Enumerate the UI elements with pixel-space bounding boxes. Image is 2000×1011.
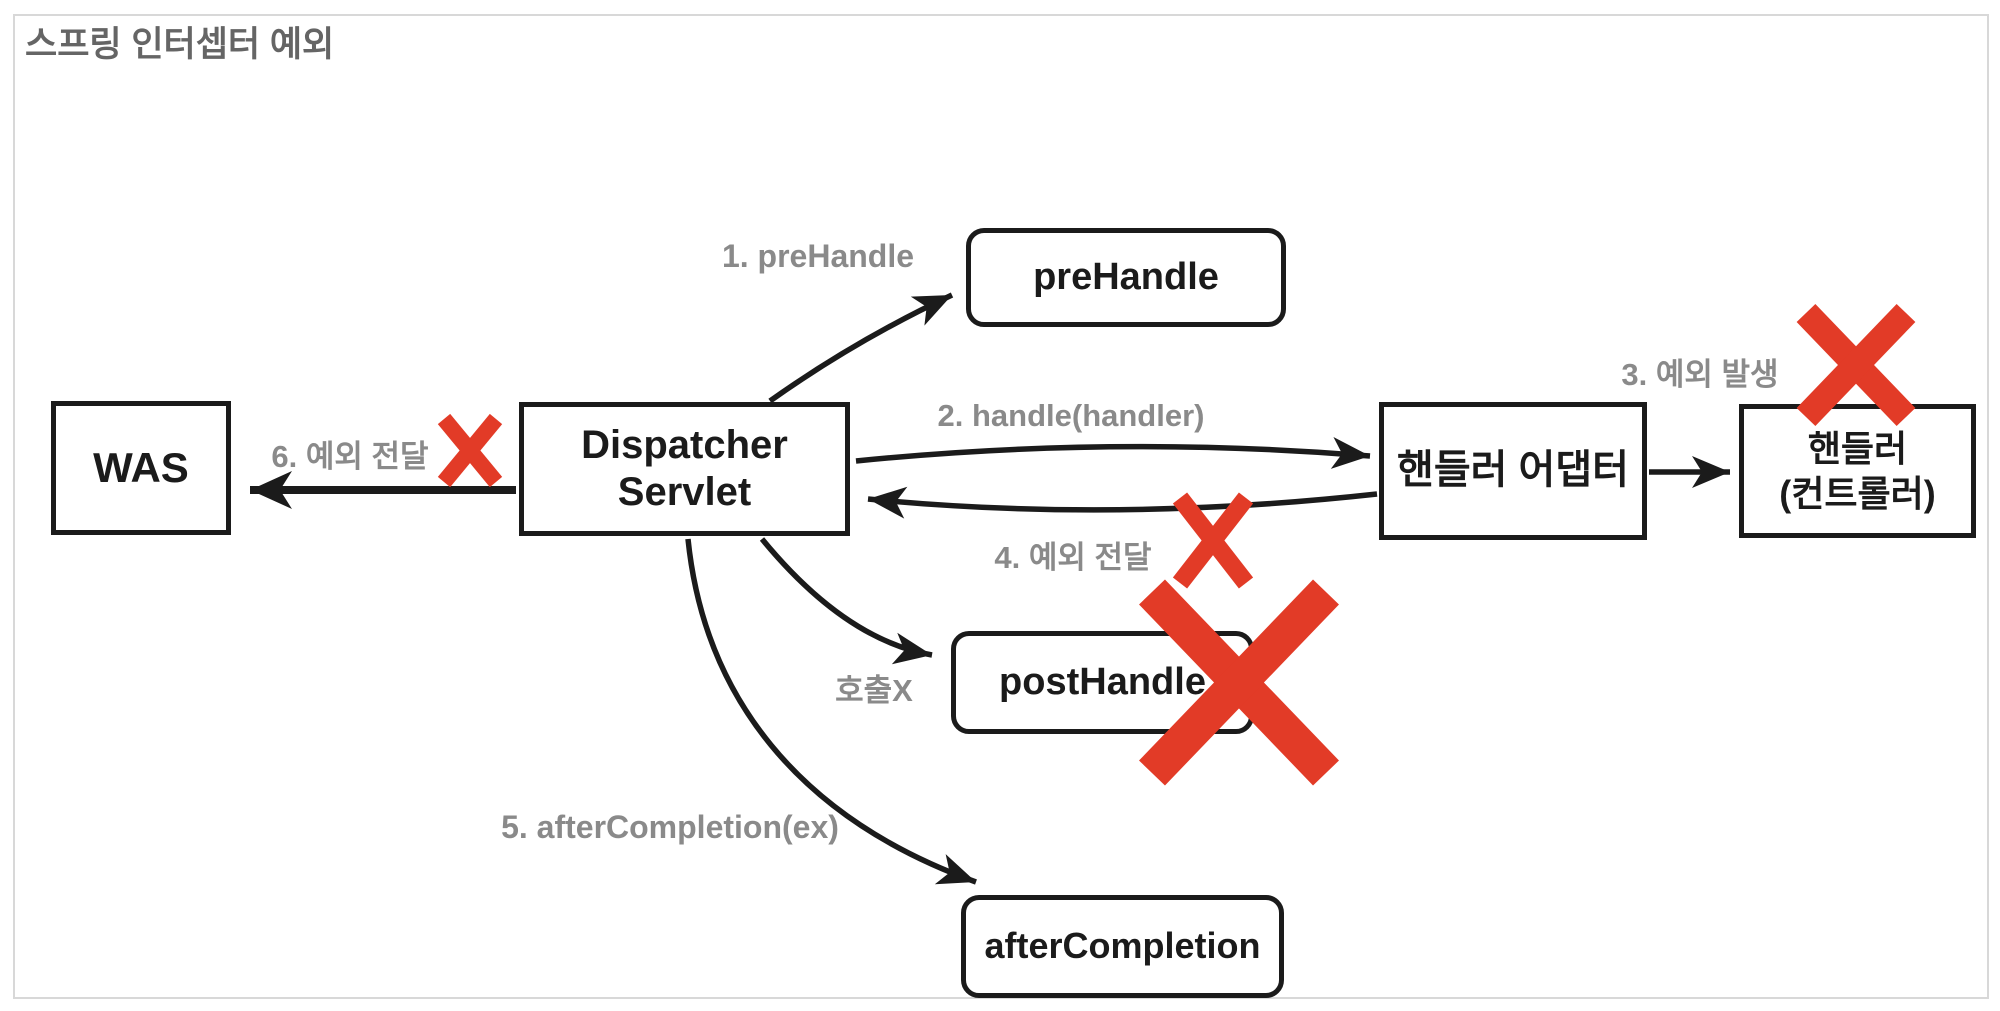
edge-label-step3-exception-occurs: 3. 예외 발생 (1621, 357, 1779, 392)
aftercompletion-label: afterCompletion (984, 925, 1261, 967)
handler-controller-label-line2: (컨트롤러) (1779, 473, 1936, 514)
page-title: 스프링 인터셉터 예외 (25, 25, 335, 64)
handler-controller-box: 핸들러 (컨트롤러) (1739, 404, 1976, 538)
aftercompletion-box: afterCompletion (961, 895, 1284, 998)
prehandle-label: preHandle (1033, 256, 1219, 299)
was-label: WAS (93, 444, 189, 492)
handler-adapter-box: 핸들러 어댑터 (1379, 402, 1647, 540)
dispatcher-label-line2: Servlet (617, 470, 752, 514)
edge-label-step4-exception-pass: 4. 예외 전달 (994, 540, 1152, 575)
edge-label-no-call: 호출X (835, 673, 913, 708)
edge-label-step5-aftercompletion: 5. afterCompletion(ex) (501, 809, 839, 845)
handler-adapter-label: 핸들러 어댑터 (1397, 448, 1629, 493)
diagram-frame (13, 14, 1989, 999)
edge-label-step1-prehandle: 1. preHandle (721, 238, 915, 274)
dispatcher-servlet-box: Dispatcher Servlet (519, 402, 850, 536)
prehandle-box: preHandle (966, 228, 1286, 327)
edge-label-step6-exception-pass: 6. 예외 전달 (271, 439, 429, 474)
posthandle-box: postHandle (951, 631, 1254, 734)
handler-controller-label-line1: 핸들러 (1807, 428, 1908, 469)
posthandle-label: postHandle (999, 661, 1206, 704)
edge-label-step2-handle: 2. handle(handler) (937, 398, 1205, 433)
dispatcher-label-line1: Dispatcher (581, 422, 788, 467)
was-box: WAS (51, 401, 231, 535)
